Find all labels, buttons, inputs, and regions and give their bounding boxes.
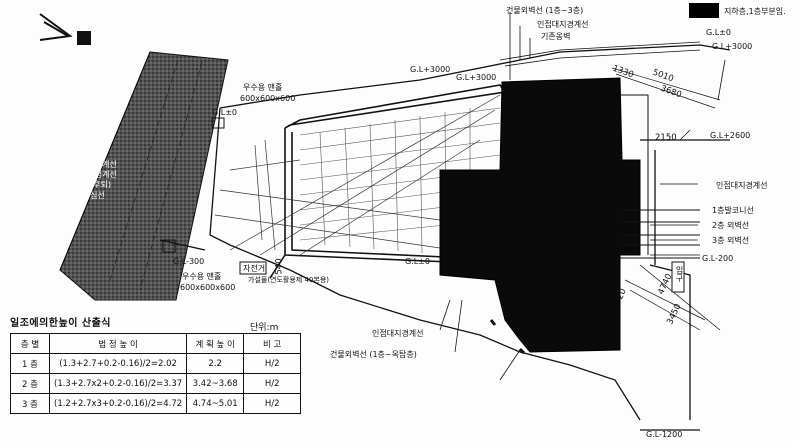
- dim-2150: 2150: [655, 133, 677, 143]
- table-row: 3 층 (1.2+2.7x3+0.2-0.16)/2=4.72 4.74~5.0…: [10, 393, 302, 414]
- label-gl-0-right: G.L±0: [706, 28, 731, 37]
- table-cell: H/2: [243, 373, 302, 394]
- height-calc-table: 층 별 법 정 높 이 계 획 높 이 비 고 1 층 (1.3+2.7+0.2…: [10, 333, 302, 414]
- rain-manhole-bottom-icon: [162, 239, 176, 253]
- label-gl-0-center: G.L±0: [405, 257, 430, 266]
- bike-rack-icon: [239, 261, 267, 275]
- label-floor1-line: 1층발코니선: [712, 206, 754, 215]
- table-cell: (1.3+2.7+0.2-0.16)/2=2.02: [48, 353, 188, 374]
- table-cell: H/2: [243, 393, 302, 414]
- label-adj-boundary-top: 인접대지경계선: [537, 20, 589, 29]
- table-cell: (1.2+2.7x3+0.2-0.16)/2=4.72: [48, 393, 188, 414]
- north-arrow-icon: [39, 13, 91, 45]
- label-adj-boundary-right: 인접대지경계선: [716, 181, 768, 190]
- label-gl-0-left: G.L±0: [212, 108, 237, 117]
- entry-box-icon: [671, 261, 685, 293]
- label-bldg-line-1-3: 건물외벽선 (1층~3층): [506, 6, 584, 15]
- label-rain-pit-top-2: 600x600x600: [240, 94, 296, 103]
- label-floor2-line: 2층 외벽선: [712, 221, 750, 230]
- label-gl-3000-mid: G.L+3000: [410, 65, 451, 74]
- table-header: 비 고: [243, 333, 302, 354]
- label-drive: 가설물(연도활용제 40본용): [248, 276, 329, 284]
- label-gl-3000-mid2: G.L+3000: [456, 73, 497, 82]
- table-title: 일조에의한높이 산출식: [10, 318, 111, 329]
- table-cell: 2 층: [10, 373, 50, 394]
- table-cell: 3 층: [10, 393, 50, 414]
- table-cell: 1 층: [10, 353, 50, 374]
- label-road-2: 도로경계선: [80, 170, 117, 179]
- dim-540: 540: [274, 258, 285, 275]
- table-header: 계 획 높 이: [186, 333, 245, 354]
- table-row: 2 층 (1.3+2.7x2+0.2-0.16)/2=3.37 3.42~3.6…: [10, 373, 302, 394]
- building-footprint: [439, 77, 641, 353]
- label-floor3-line: 3층 외벽선: [712, 236, 750, 245]
- rain-manhole-top-icon: [211, 117, 225, 129]
- label-road-4: 도로중심선: [68, 191, 105, 200]
- label-road-1: 도로경계선: [80, 160, 117, 169]
- label-entry: 입구: [675, 266, 684, 282]
- table-header: 층 별: [10, 333, 50, 354]
- table-cell: 2.2: [186, 353, 245, 374]
- label-gl-300: G.L-300: [173, 257, 205, 266]
- label-gl-3000-right: G.L+3000: [712, 42, 753, 51]
- label-rain-pit-bot-2: 600x600x600: [180, 283, 236, 292]
- table-cell: 4.74~5.01: [186, 393, 245, 414]
- table-header: 법 정 높 이: [48, 333, 188, 354]
- label-bldg-line-1-roof: 건물외벽선 (1층~옥탑층): [330, 350, 417, 359]
- table-cell: H/2: [243, 353, 302, 374]
- grid-lines: [299, 107, 501, 256]
- label-road-3: (후퇴): [90, 180, 111, 189]
- label-adj-boundary-bottom: 인접대지경계선: [372, 329, 424, 338]
- label-gl-200: G.L-200: [702, 254, 734, 263]
- legend-swatch: [689, 3, 719, 18]
- table-header-row: 층 별 법 정 높 이 계 획 높 이 비 고: [10, 333, 302, 354]
- table-row: 1 층 (1.3+2.7+0.2-0.16)/2=2.02 2.2 H/2: [10, 353, 302, 374]
- table-cell: (1.3+2.7x2+0.2-0.16)/2=3.37: [48, 373, 188, 394]
- table-cell: 3.42~3.68: [186, 373, 245, 394]
- legend-text: 지하층,1층부분임.: [724, 7, 786, 16]
- label-rain-pit-bot-1: 우수용 맨홀: [182, 272, 222, 281]
- label-gl-2600: G.L+2600: [710, 131, 751, 140]
- label-rain-pit-top-1: 우수용 맨홀: [243, 83, 283, 92]
- label-existing-wall: 기존옹벽: [541, 32, 571, 41]
- table-unit: 단위:m: [250, 323, 279, 333]
- label-gl-1200: G.L-1200: [646, 430, 683, 439]
- label-bike: 자전거: [243, 264, 266, 273]
